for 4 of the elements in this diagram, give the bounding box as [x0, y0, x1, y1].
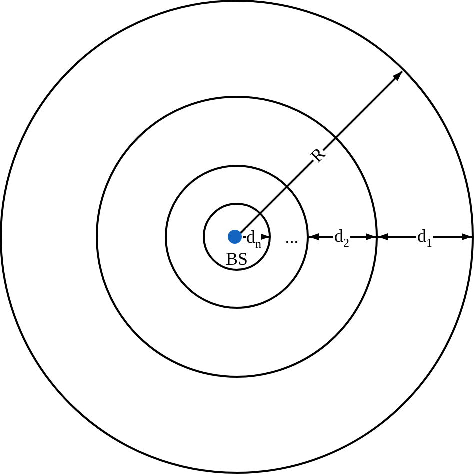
dimension-label: BS: [224, 250, 250, 268]
dimension-label: d$_{n}$: [246, 228, 262, 250]
dimension-label: d$_{1}$: [416, 227, 434, 249]
dimension-label: d$_{2}$: [334, 227, 350, 249]
